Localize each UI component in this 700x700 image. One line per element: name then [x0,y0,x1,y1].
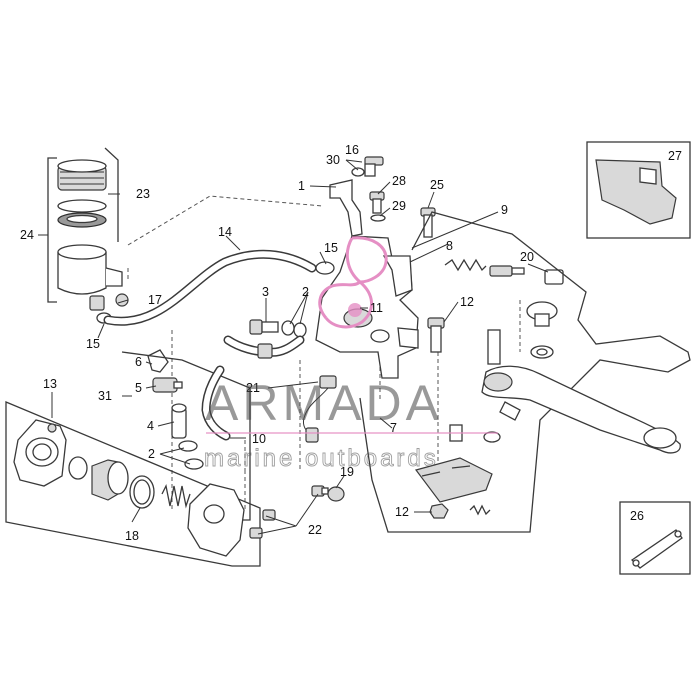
pivot-pin-12 [427,317,445,353]
bleed-cap-19 [327,486,345,502]
callout-1: 1 [298,179,305,193]
mirror-bracket [329,179,363,237]
callout-27: 27 [668,149,682,163]
lever-mount-plate [414,457,493,503]
spring-adjuster [444,258,525,277]
fitting-4 [171,403,187,439]
brake-hose-lower [201,365,231,441]
nut-12 [429,503,449,519]
callout-19: 19 [340,465,354,479]
callout-16: 16 [345,143,359,157]
callout-8: 8 [446,239,453,253]
fluid-reservoir [57,244,123,311]
brake-lever [481,365,681,454]
callout-20: 20 [520,250,534,264]
callout-17: 17 [148,293,162,307]
seal-washers-lower [178,440,204,470]
watermark-tagline: marine outboards [204,445,439,472]
armada-logo-icon [318,236,388,329]
callout-15-lower: 15 [86,337,100,351]
washer-30 [351,167,365,177]
fitting-6 [147,349,169,373]
hose-clamp-15-upper [315,261,335,275]
callout-18: 18 [125,529,139,543]
callout-13: 13 [43,377,57,391]
callout-4: 4 [147,419,154,433]
callout-26: 26 [630,509,644,523]
reservoir-hose [103,249,317,326]
callout-23: 23 [136,187,150,201]
screw-16 [364,156,384,177]
callout-labels: 1 2 2 3 4 5 6 7 8 9 10 11 12 12 13 14 15… [20,143,682,543]
slave-cylinder-body [13,419,67,487]
hose-fitting [257,343,273,359]
callout-15-upper: 15 [324,241,338,255]
cap-20 [544,269,564,285]
watermark-brand: ARMADA [205,375,443,431]
callout-11: 11 [370,301,383,315]
inset-box-27 [586,141,691,239]
bolt-22-upper [311,485,329,497]
armada-watermark: ARMADA marine outboards [204,375,498,472]
piston [91,459,129,501]
inset-box-26 [619,501,691,575]
callout-25: 25 [430,178,444,192]
washer-29 [370,214,386,222]
master-cylinder-body [315,235,419,379]
callout-31: 31 [98,389,112,403]
reservoir-diaphragm [57,199,107,228]
lever-clip [499,401,521,421]
callout-2-lower: 2 [148,447,155,461]
callout-29: 29 [392,199,406,213]
reservoir-cap [57,159,107,191]
callout-28: 28 [392,174,406,188]
callout-3: 3 [262,285,269,299]
callout-24: 24 [20,228,34,242]
callout-9: 9 [501,203,508,217]
slave-cover [187,483,245,557]
callout-10: 10 [252,432,266,446]
callout-12-upper: 12 [460,295,474,309]
callout-22: 22 [308,523,322,537]
callout-2-upper: 2 [302,285,309,299]
callout-14: 14 [218,225,232,239]
brake-switch [303,375,337,443]
lever-frame [359,211,691,533]
push-rod [487,329,501,365]
fitting-5 [152,377,183,393]
banjo-bolt-3 [249,319,279,335]
callout-30: 30 [326,153,340,167]
piston-seal [68,456,88,480]
return-spring [161,484,191,509]
callout-5: 5 [135,381,142,395]
leader-lines [38,159,549,535]
callout-7: 7 [390,421,397,435]
reservoir-bracket-frame [47,147,119,303]
callout-12-lower: 12 [395,505,409,519]
small-spring [469,504,491,516]
seal-washers-2 [281,320,307,338]
screw-28 [369,191,385,214]
callout-21: 21 [246,381,260,395]
callout-6: 6 [135,355,142,369]
adjuster-knob [526,301,558,359]
bolt-22-lower [249,527,263,539]
piston-ring-18 [129,475,155,509]
